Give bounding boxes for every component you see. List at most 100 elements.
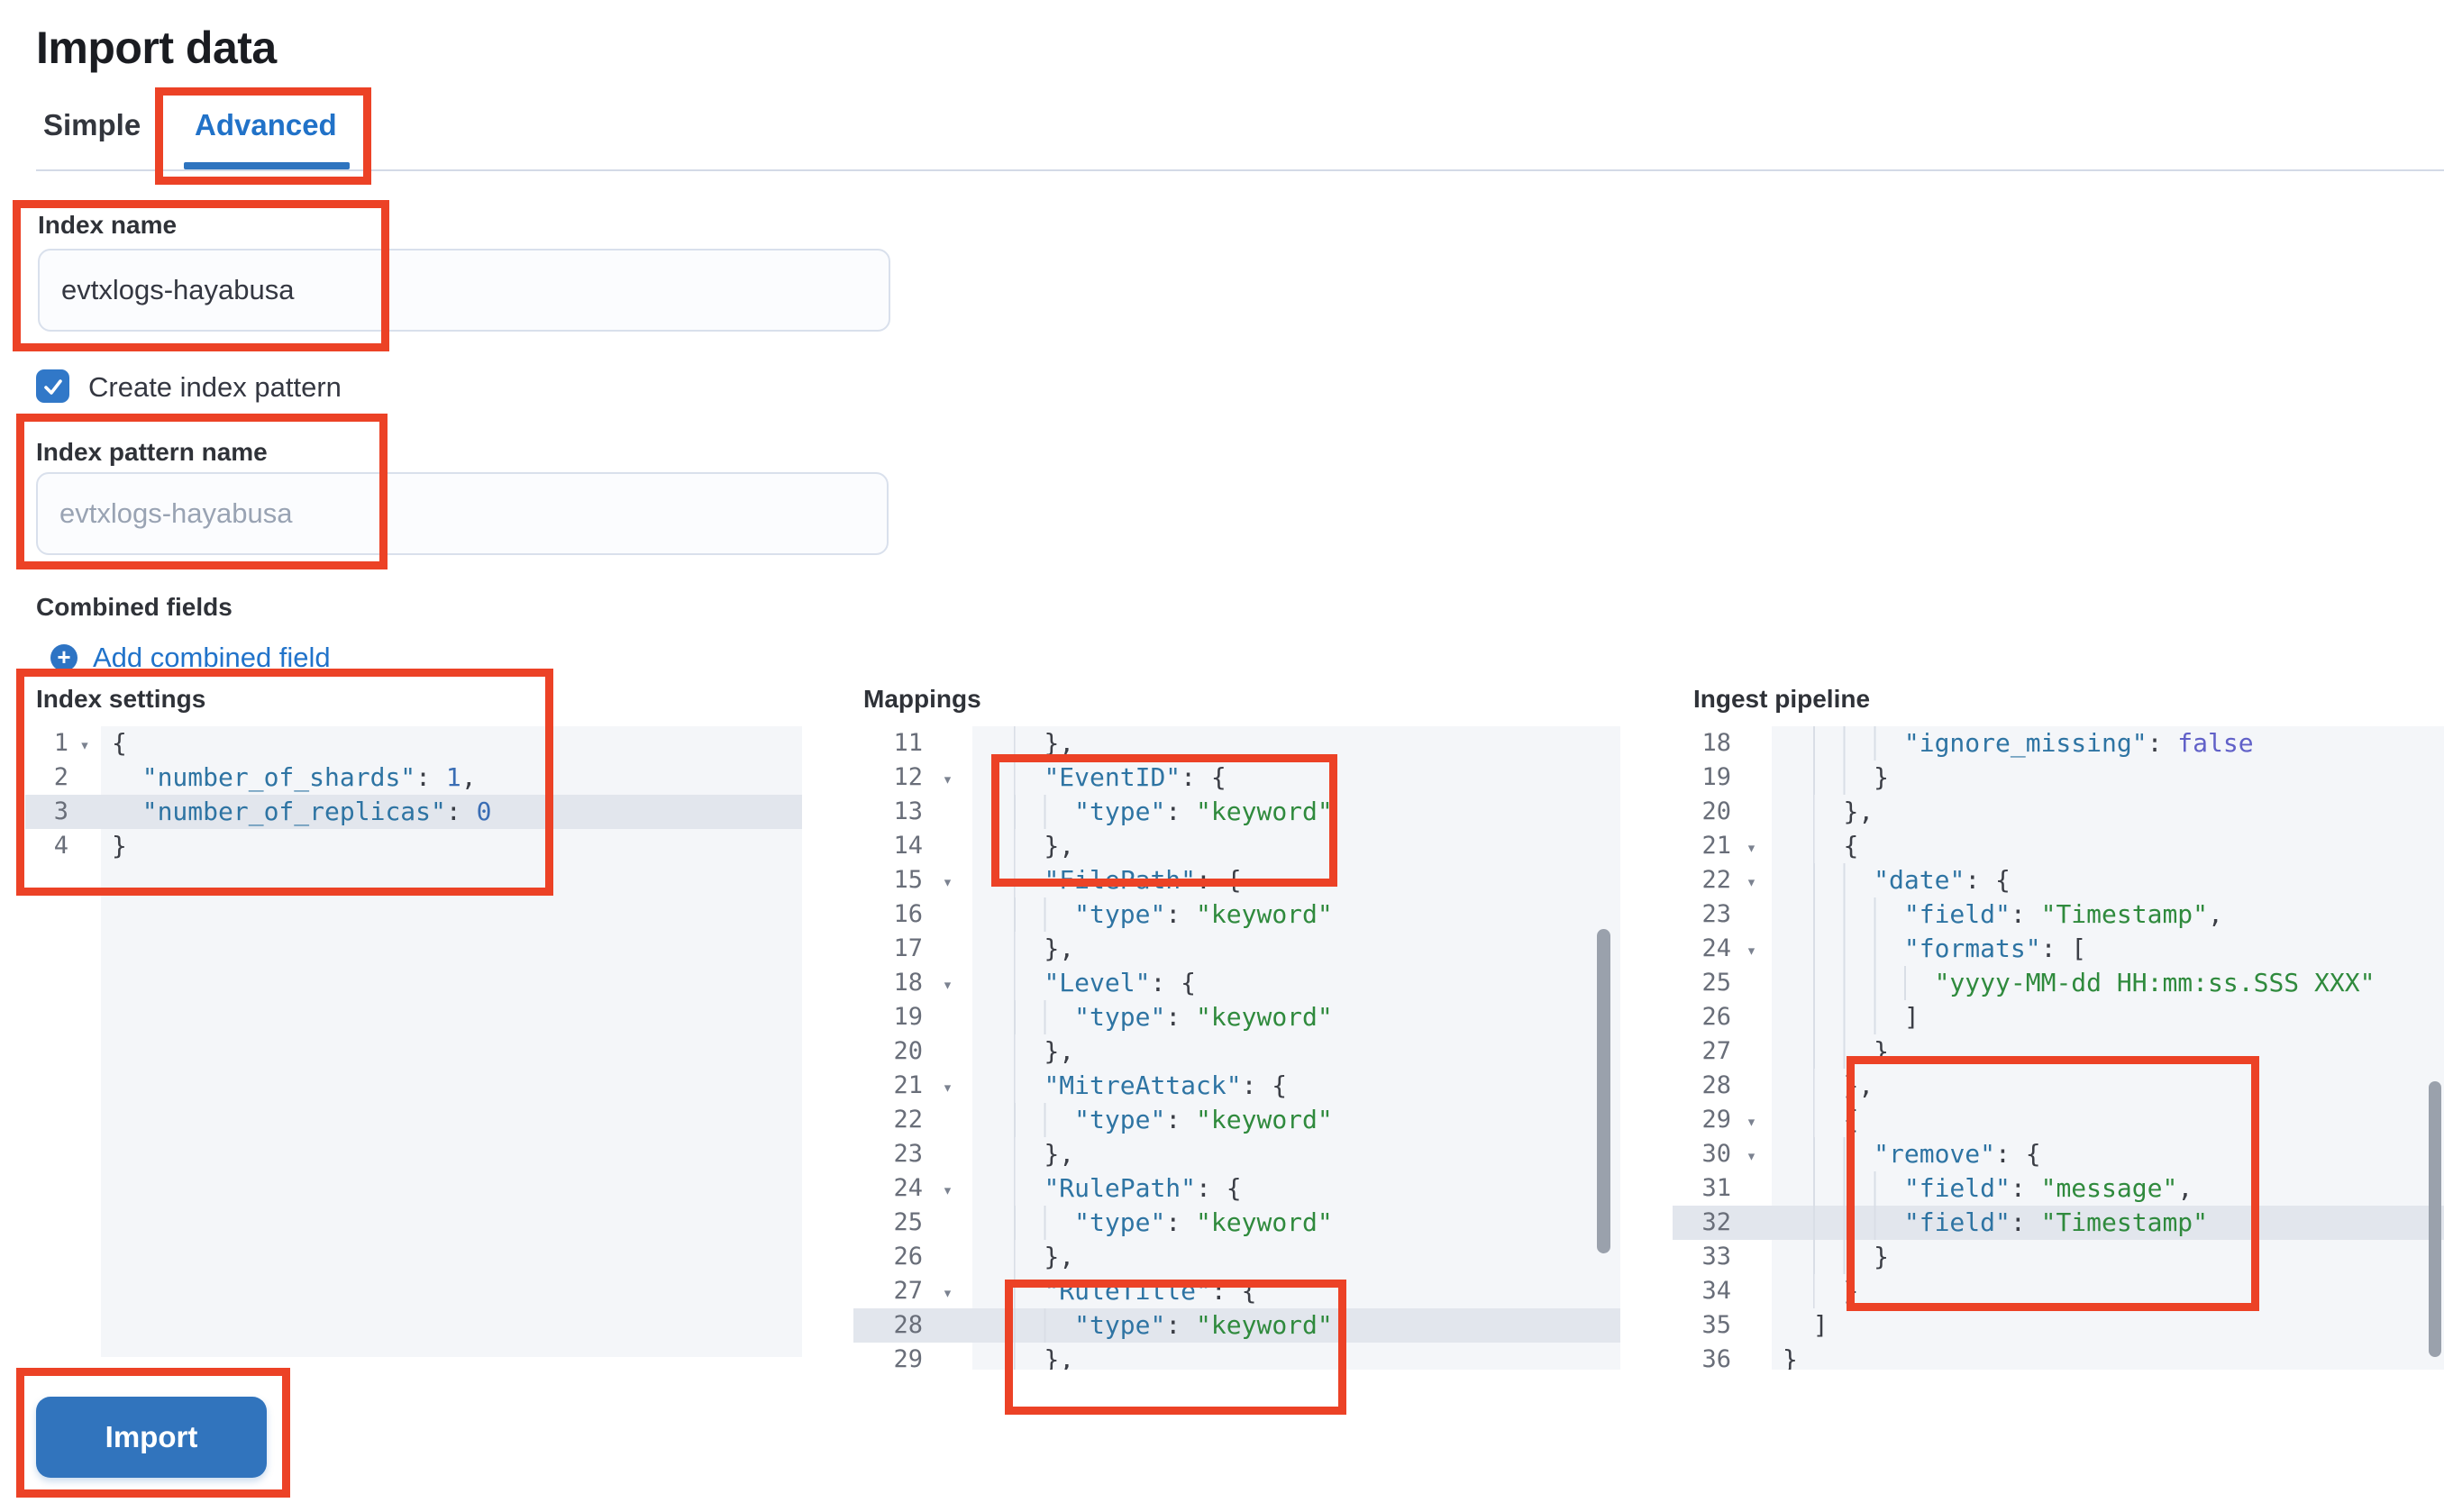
code-text: }: [1783, 1344, 1798, 1370]
fold-spacer: [923, 795, 972, 829]
code-line: 15 ▾ "FilePath": {: [853, 863, 1620, 897]
line-number: 29: [1701, 1106, 1731, 1134]
code-text: ]: [1772, 1308, 1828, 1343]
code-text: "type": "keyword": [972, 1000, 1333, 1034]
code-text: "yyyy-MM-dd HH:mm:ss.SSS XXX": [1772, 966, 2375, 1000]
code-line: 22 ▾ "date": {: [1673, 863, 2444, 897]
fold-spacer: [923, 897, 972, 932]
line-number: 26: [893, 1243, 923, 1271]
ingest-pipeline-scrollbar-thumb[interactable]: [2429, 1081, 2441, 1357]
fold-spacer: [1731, 726, 1772, 761]
line-number: 23: [1701, 900, 1731, 928]
line-number: 22: [1701, 866, 1731, 894]
code-line: 26 ]: [1673, 1000, 2444, 1034]
fold-toggle-icon[interactable]: ▾: [942, 975, 953, 995]
code-text: "FilePath": {: [972, 863, 1242, 897]
line-number: 20: [1701, 797, 1731, 825]
line-number: 32: [1701, 1208, 1731, 1236]
code-line: 36}: [1673, 1343, 2444, 1370]
mappings-editor[interactable]: 11 },12▾ "EventID": {13 "type": "keyword…: [853, 726, 1620, 1370]
code-line: 3 "number_of_replicas": 0: [25, 795, 802, 829]
fold-toggle-icon[interactable]: ▾: [1746, 838, 1757, 858]
code-line: 17 },: [853, 932, 1620, 966]
line-number: 31: [1701, 1174, 1731, 1202]
fold-toggle-icon[interactable]: ▾: [942, 1078, 953, 1098]
mappings-scrollbar-thumb[interactable]: [1597, 929, 1610, 1253]
active-tab-underline: [184, 162, 350, 169]
code-text: "type": "keyword": [972, 1103, 1333, 1137]
code-text: "field": "Timestamp": [1772, 1206, 2208, 1240]
fold-toggle-icon[interactable]: ▾: [942, 872, 953, 892]
fold-toggle-icon[interactable]: ▾: [942, 770, 953, 789]
line-number: 29: [893, 1345, 923, 1370]
line-number: 11: [893, 729, 923, 757]
line-number: 4: [53, 832, 68, 860]
code-line: 35 ]: [1673, 1308, 2444, 1343]
fold-spacer: [923, 1000, 972, 1034]
code-line: 27 }: [1673, 1034, 2444, 1069]
code-text: "Level": {: [972, 966, 1196, 1000]
code-text: "number_of_replicas": 0: [101, 795, 491, 829]
line-number: 2: [53, 763, 68, 791]
fold-spacer: [1731, 1069, 1772, 1103]
index-settings-editor[interactable]: 1▾{2 "number_of_shards": 1,3 "number_of_…: [25, 726, 802, 1357]
line-number: 21: [1701, 832, 1731, 860]
code-text: },: [972, 1137, 1074, 1171]
code-text: },: [972, 1343, 1074, 1370]
line-number: 19: [893, 1003, 923, 1031]
fold-toggle-icon[interactable]: ▾: [79, 735, 90, 755]
code-line: 20 },: [853, 1034, 1620, 1069]
fold-toggle-icon[interactable]: ▾: [1746, 872, 1757, 892]
code-text: "date": {: [1772, 863, 2011, 897]
code-line: 4}: [25, 829, 802, 863]
import-button[interactable]: Import: [36, 1397, 267, 1478]
code-line: 23 "field": "Timestamp",: [1673, 897, 2444, 932]
code-line: 20 },: [1673, 795, 2444, 829]
code-line: 13 "type": "keyword": [853, 795, 1620, 829]
fold-spacer: [1731, 1274, 1772, 1308]
line-number: 30: [1701, 1140, 1731, 1168]
code-text: "type": "keyword": [972, 795, 1333, 829]
line-number: 1: [53, 729, 68, 757]
index-name-input[interactable]: [38, 249, 890, 332]
fold-toggle-icon[interactable]: ▾: [1746, 941, 1757, 961]
code-line: 27▾ "RuleTitle": {: [853, 1274, 1620, 1308]
create-index-pattern-checkbox[interactable]: [36, 369, 69, 403]
index-pattern-name-input[interactable]: [36, 472, 889, 555]
fold-toggle-icon[interactable]: ▾: [942, 1283, 953, 1303]
code-text: }: [1772, 1034, 1889, 1069]
line-number: 24: [893, 1174, 923, 1202]
code-line: 28 "type": "keyword": [853, 1308, 1620, 1343]
code-line: 1▾{: [25, 726, 802, 761]
code-text: "field": "Timestamp",: [1772, 897, 2223, 932]
code-text: "remove": {: [1772, 1137, 2041, 1171]
line-number: 12: [893, 763, 923, 791]
editor-background: [972, 726, 1620, 1370]
tab-simple[interactable]: Simple: [43, 108, 141, 141]
fold-spacer: [1731, 1034, 1772, 1069]
line-number: 21: [893, 1071, 923, 1099]
line-number: 15: [893, 866, 923, 894]
line-number: 34: [1701, 1277, 1731, 1305]
add-combined-field-link[interactable]: + Add combined field: [50, 642, 331, 674]
code-line: 25 "yyyy-MM-dd HH:mm:ss.SSS XXX": [1673, 966, 2444, 1000]
fold-spacer: [1731, 1171, 1772, 1206]
line-number: 14: [893, 832, 923, 860]
code-line: 28 },: [1673, 1069, 2444, 1103]
code-text: "type": "keyword": [972, 1206, 1333, 1240]
fold-spacer: [1731, 1240, 1772, 1274]
fold-toggle-icon[interactable]: ▾: [942, 1180, 953, 1200]
tab-advanced[interactable]: Advanced: [195, 108, 337, 141]
code-text: },: [972, 932, 1074, 966]
line-number: 24: [1701, 934, 1731, 962]
code-text: "ignore_missing": false: [1772, 726, 2254, 761]
create-index-pattern-label[interactable]: Create index pattern: [88, 371, 342, 403]
line-number: 17: [893, 934, 923, 962]
fold-toggle-icon[interactable]: ▾: [1746, 1146, 1757, 1166]
fold-spacer: [923, 1308, 972, 1343]
line-number: 25: [893, 1208, 923, 1236]
fold-spacer: [68, 795, 101, 829]
fold-toggle-icon[interactable]: ▾: [1746, 1112, 1757, 1132]
line-number: 22: [893, 1106, 923, 1134]
